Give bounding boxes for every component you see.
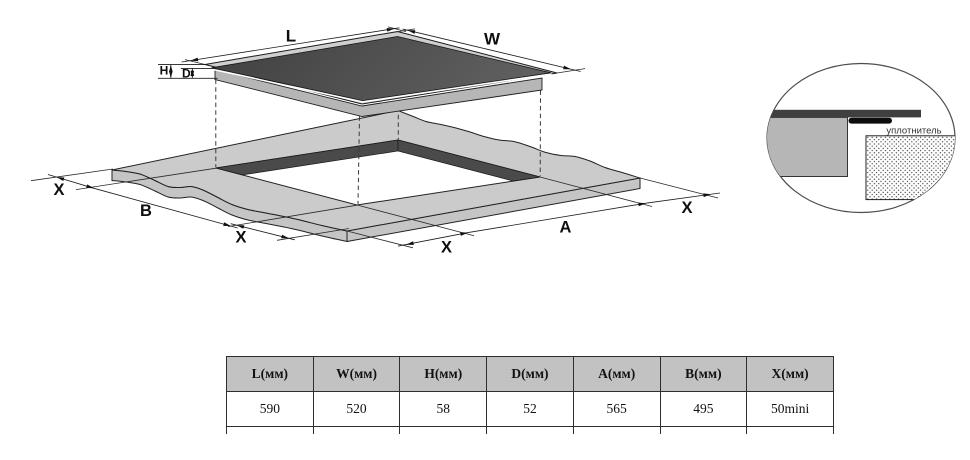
dim-arrowhead [638, 202, 646, 207]
table-value-row: 590 520 58 52 565 495 50mini [226, 391, 834, 427]
dim-arrowhead [169, 70, 173, 79]
dim-arrowhead [407, 30, 416, 34]
table-value-cell: 565 [572, 391, 661, 427]
dim-arrowhead [223, 222, 231, 227]
cooktop-glass-surface [211, 36, 552, 102]
dim-arrowhead [460, 232, 468, 236]
dimensions-table: L(мм) W(мм) H(мм) D(мм) A(мм) B(мм) X(мм… [226, 356, 834, 434]
dim-label-X-right: X [681, 199, 692, 217]
dim-label-H: H [160, 64, 169, 78]
dim-label-X-left: X [53, 181, 64, 199]
detail-seal [848, 117, 892, 124]
dim-label-X-front: X [441, 239, 452, 257]
dim-label-B: B [140, 202, 152, 220]
dim-arrowhead [386, 28, 395, 32]
cooktop-body [214, 68, 543, 117]
dim-label-D: D [182, 66, 191, 80]
glass-edge-highlight [210, 68, 552, 103]
dim-arrowhead [563, 65, 571, 70]
dim-line [181, 27, 400, 63]
table-header-row: L(мм) W(мм) H(мм) D(мм) A(мм) B(мм) X(мм… [226, 356, 834, 392]
dim-line [47, 174, 95, 189]
extension-line [383, 28, 416, 35]
dim-line [93, 187, 238, 229]
table-cropped-row [226, 426, 834, 434]
table-value-cell: 52 [486, 391, 574, 427]
extension-line [184, 59, 206, 65]
table-header-cell: B(мм) [659, 356, 748, 392]
table-header-cell: X(мм) [746, 356, 834, 392]
cooktop [204, 30, 558, 117]
slab-top-surface-with-cutout [111, 109, 641, 232]
detail-glass-panel [767, 109, 921, 118]
dim-line [402, 28, 581, 72]
table-header-cell: H(мм) [399, 356, 488, 392]
extension-line [356, 204, 475, 237]
dim-arrowhead [703, 193, 711, 198]
seal-detail-view: уплотнитель [766, 62, 956, 214]
table-header-cell: D(мм) [486, 356, 574, 392]
dim-arrowhead [190, 70, 195, 79]
dim-arrowhead [281, 234, 289, 239]
dim-label-L: L [286, 27, 296, 46]
dim-arrowhead [406, 241, 414, 245]
table-value-cell: 50mini [746, 391, 834, 427]
extension-line [30, 168, 114, 182]
dim-arrowhead [86, 184, 94, 189]
dim-label-X-front-left: X [235, 229, 246, 247]
dim-arrowhead [236, 225, 245, 229]
detail-cooktop-body [767, 116, 848, 177]
dim-label-W: W [484, 30, 501, 49]
dim-arrowhead [190, 57, 199, 62]
dim-label-A: A [560, 219, 572, 237]
table-value-cell: 590 [226, 391, 314, 427]
projection-lines [215, 79, 541, 205]
table-value-cell: 495 [659, 391, 748, 427]
detail-worktop-hatched [865, 135, 955, 201]
dim-arrowhead [56, 177, 65, 181]
dimension-labels: L W H D X B X X A X [53, 27, 692, 257]
extension-line [556, 68, 586, 74]
extension-line [227, 204, 358, 227]
worktop-slab [111, 109, 641, 243]
extension-line [539, 176, 653, 207]
table-header-cell: L(мм) [226, 356, 314, 392]
extension-line [75, 167, 217, 190]
dim-line [467, 202, 647, 234]
table-value-cell: 520 [312, 391, 401, 427]
table-header-cell: W(мм) [312, 356, 401, 392]
cutout-back-right-wall [397, 139, 541, 182]
projection-dashed-line [357, 116, 360, 205]
dim-arrowhead [169, 64, 173, 73]
dimension-lines [47, 27, 720, 247]
seal-label: уплотнитель [886, 126, 941, 137]
table-header-cell: A(мм) [572, 356, 661, 392]
table-value-cell: 58 [399, 391, 488, 427]
